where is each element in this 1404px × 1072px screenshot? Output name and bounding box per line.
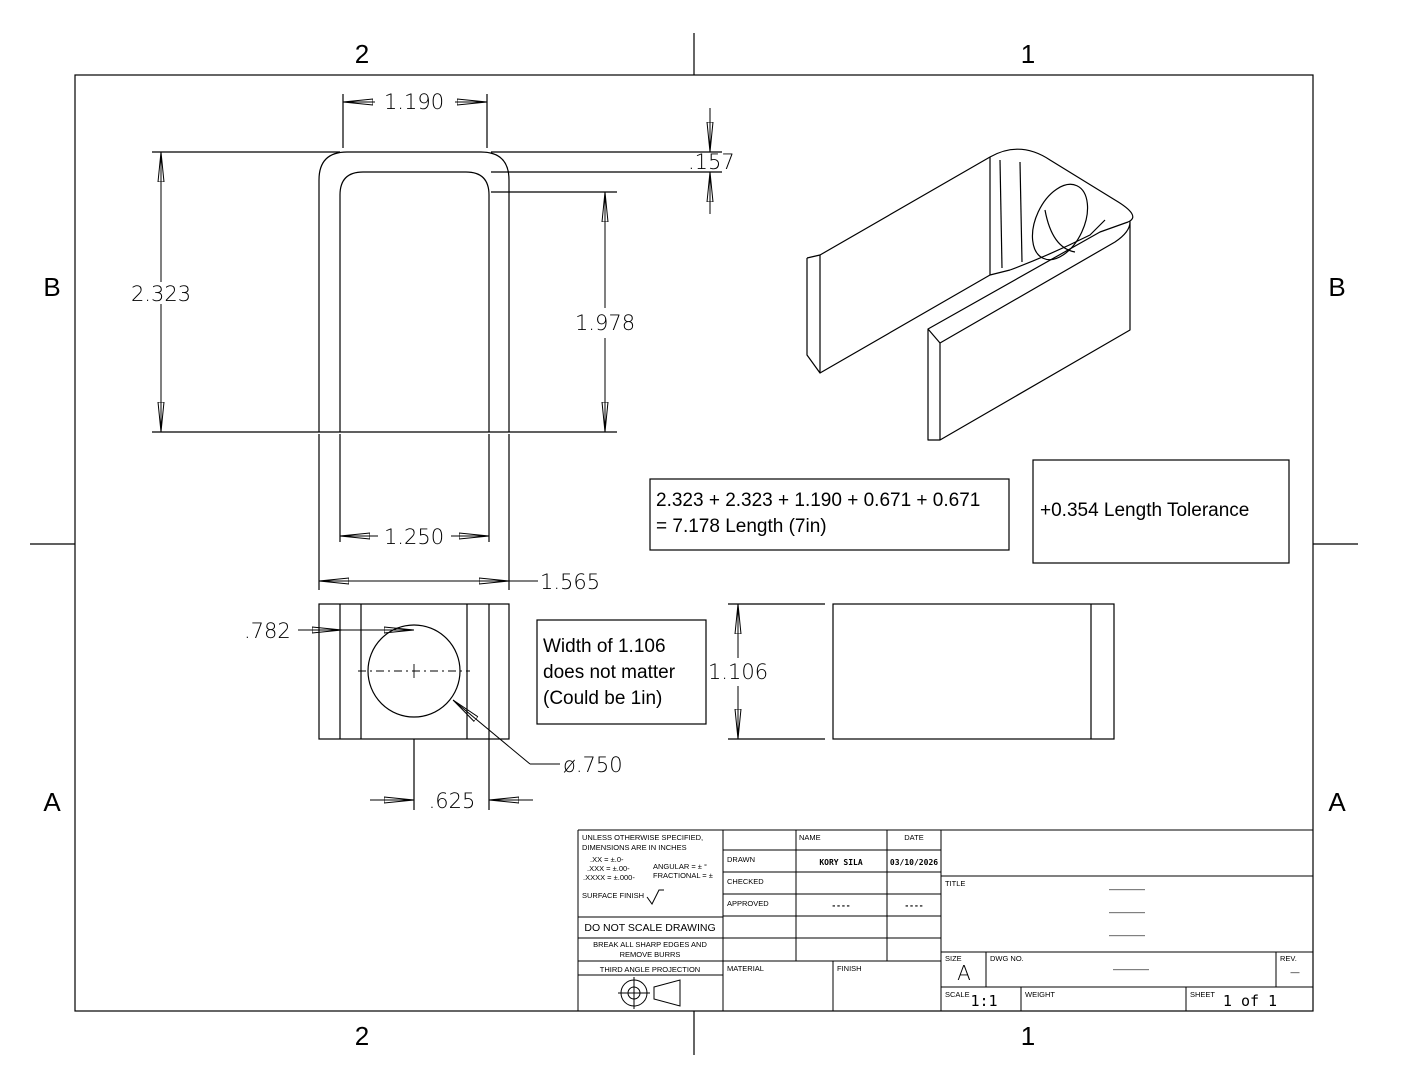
tol-xxx: .XXX = ±.00- [587,864,630,873]
length-calc-note: 2.323 + 2.323 + 1.190 + 0.671 + 0.671 = … [649,478,1010,551]
dim-top-width: 1.190 [384,90,444,114]
width-note-line2: does not matter [543,662,676,683]
do-not-scale-note: DO NOT SCALE DRAWING [584,922,715,934]
dim-hole-offset: .782 [244,619,291,643]
zone-label-left-a: A [43,787,61,817]
title-block [577,829,1313,1011]
title-label: TITLE [945,879,965,888]
length-calc-line1: 2.323 + 2.323 + 1.190 + 0.671 + 0.671 [656,490,980,511]
dim-inner-height: 1.978 [575,311,635,335]
dim-wall-thickness: .157 [688,150,735,174]
dim-outer-width: 1.565 [540,570,600,594]
tol-xxxx: .XXXX = ±.000- [583,873,635,882]
zone-label-left-b: B [43,272,60,302]
title-line2: ———— [1109,907,1145,917]
approved-name: ---- [831,901,850,910]
checked-label: CHECKED [727,877,764,886]
zone-label-bottom-2: 2 [355,1021,369,1051]
tolerance-note: +0.354 Length Tolerance [1032,459,1290,564]
bottom-view [318,603,510,810]
drawn-date: 03/10/2026 [890,858,938,867]
break-edges-line1: BREAK ALL SHARP EDGES AND [593,940,707,949]
tol-fractional: FRACTIONAL = ± [653,871,713,880]
zone-label-right-a: A [1328,787,1346,817]
rev-value: — [1291,967,1300,977]
weight-label: WEIGHT [1025,990,1055,999]
dim-hole-diameter: ø.750 [563,753,623,777]
dim-inner-width: 1.250 [384,525,444,549]
dim-hole-center: .625 [429,789,476,813]
width-note-line3: (Could be 1in) [543,688,662,709]
drawn-label: DRAWN [727,855,755,864]
zone-label-right-b: B [1328,272,1345,302]
front-view [152,94,722,590]
isometric-view [806,148,1134,441]
finish-label: FINISH [837,964,862,973]
dim-outer-height: 2.323 [131,282,191,306]
approved-date: ---- [904,901,923,910]
projection-label: THIRD ANGLE PROJECTION [600,965,700,974]
rev-label: REV. [1280,954,1297,963]
dwg-no-value: ———— [1113,964,1149,974]
spec-line1: UNLESS OTHERWISE SPECIFIED, [582,833,703,842]
zone-label-top-1: 1 [1021,39,1035,69]
drawn-name: KORY SILA [819,858,863,867]
date-header: DATE [904,833,923,842]
break-edges-line2: REMOVE BURRS [620,950,681,959]
side-view [728,603,1115,740]
tol-xx: .XX = ±.0- [590,855,624,864]
tolerance-text: +0.354 Length Tolerance [1040,500,1249,521]
title-line1: ———— [1109,884,1145,894]
length-calc-line2: = 7.178 Length (7in) [656,516,827,537]
size-value: A [957,961,971,985]
material-label: MATERIAL [727,964,764,973]
sheet-value: 1 of 1 [1223,992,1277,1010]
scale-label: SCALE [945,990,970,999]
title-line3: ———— [1109,930,1145,940]
dwg-no-label: DWG NO. [990,954,1024,963]
zone-label-bottom-1: 1 [1021,1021,1035,1051]
sheet-label: SHEET [1190,990,1215,999]
width-note-line1: Width of 1.106 [543,636,666,657]
size-label: SIZE [945,954,962,963]
scale-value: 1:1 [970,992,997,1010]
tol-angular: ANGULAR = ± ° [653,862,707,871]
approved-label: APPROVED [727,899,769,908]
width-note: Width of 1.106 does not matter (Could be… [536,619,707,725]
name-header: NAME [799,833,821,842]
zone-label-top-2: 2 [355,39,369,69]
spec-line2: DIMENSIONS ARE IN INCHES [582,843,687,852]
surface-finish-label: SURFACE FINISH [582,891,644,900]
dim-depth: 1.106 [708,660,768,684]
